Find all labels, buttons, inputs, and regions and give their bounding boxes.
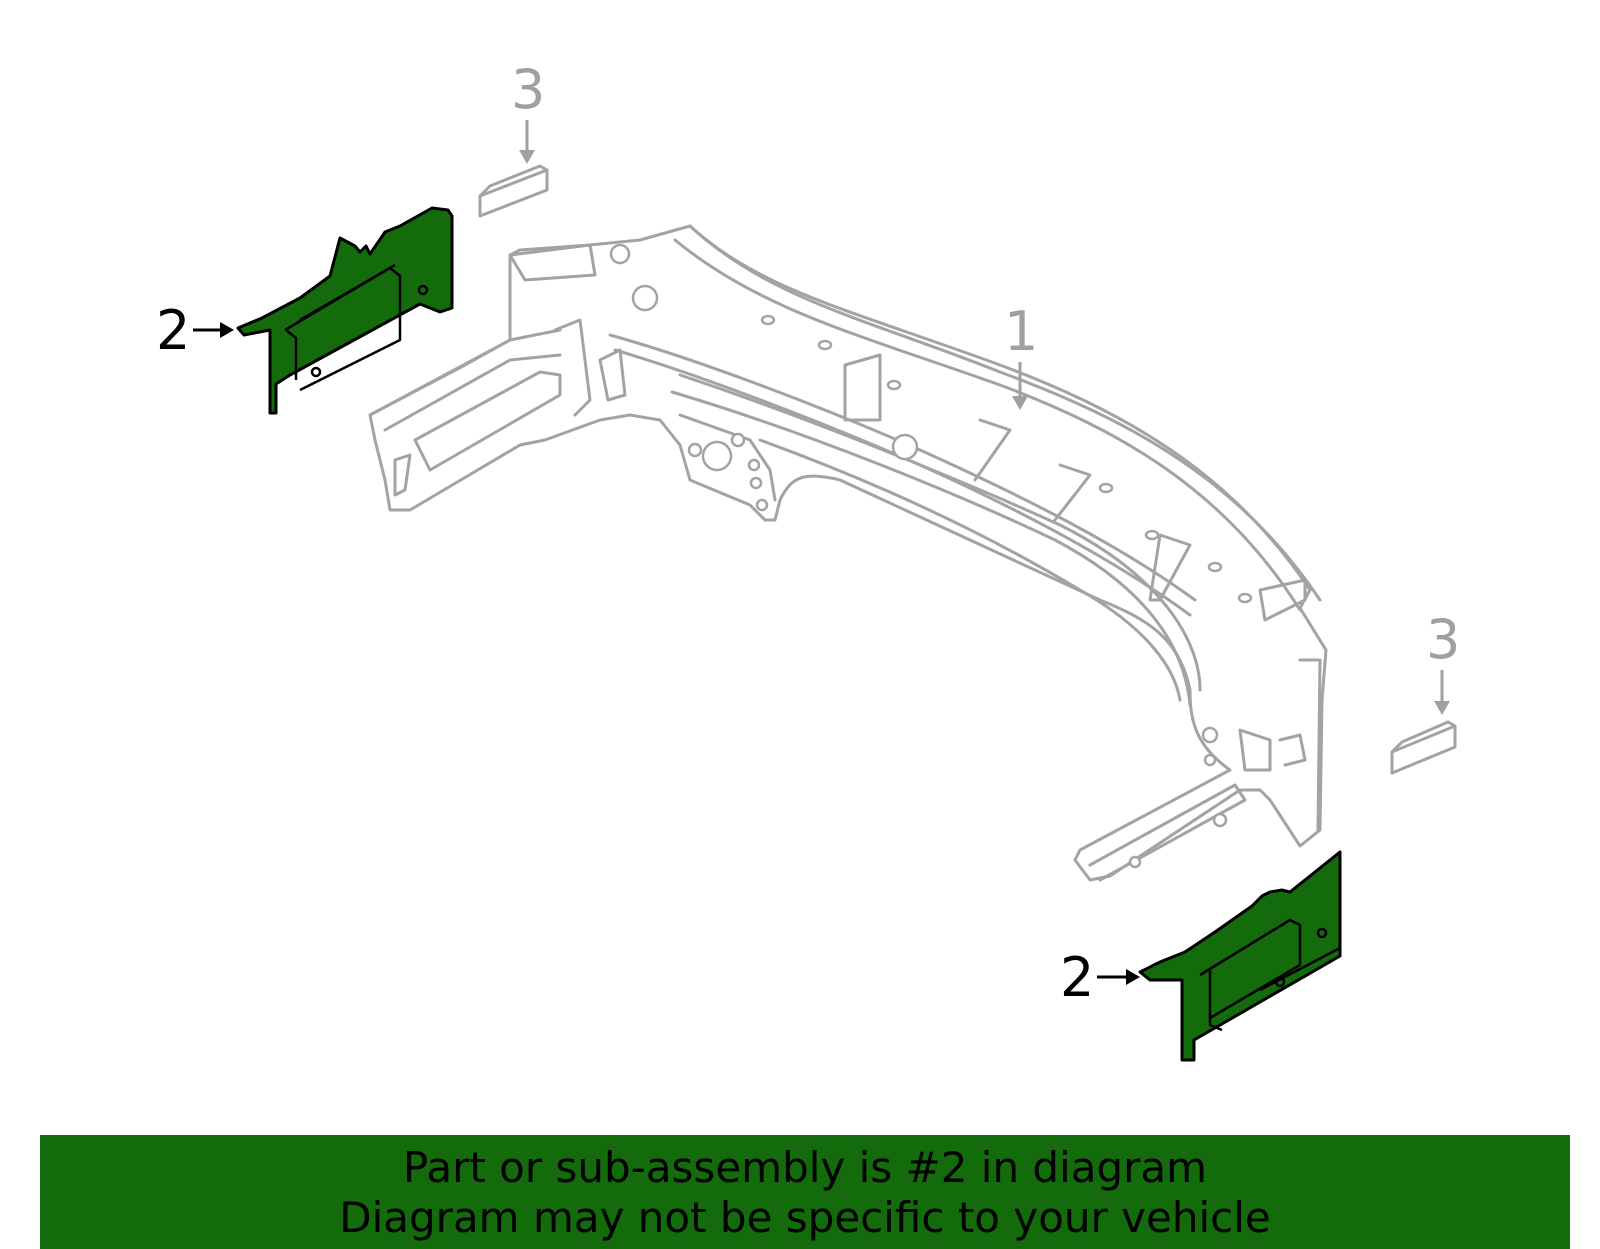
callout-part-2-right: 2 <box>1060 946 1094 1009</box>
callout-part-2-left: 2 <box>156 299 190 362</box>
panel-right <box>1138 850 1342 1062</box>
disclaimer-banner: Part or sub-assembly is #2 in diagram Di… <box>40 1135 1570 1249</box>
arrowhead-part-3-right <box>1434 701 1450 715</box>
pad-top <box>478 164 549 218</box>
panel-left <box>236 206 454 415</box>
arrowhead-part-2-right <box>1126 969 1140 985</box>
arrowhead-part-3-top <box>519 150 535 164</box>
callout-part-1: 1 <box>1004 300 1038 363</box>
arrowhead-part-2-left <box>220 322 234 338</box>
pad-right <box>1390 720 1457 775</box>
callout-part-3-right: 3 <box>1426 608 1460 671</box>
callout-part-3-top: 3 <box>511 58 545 121</box>
banner-line-2: Diagram may not be specific to your vehi… <box>339 1193 1271 1242</box>
frame-assembly <box>368 224 1328 882</box>
arrowhead-part-1 <box>1012 396 1028 410</box>
banner-line-1: Part or sub-assembly is #2 in diagram <box>402 1143 1208 1192</box>
